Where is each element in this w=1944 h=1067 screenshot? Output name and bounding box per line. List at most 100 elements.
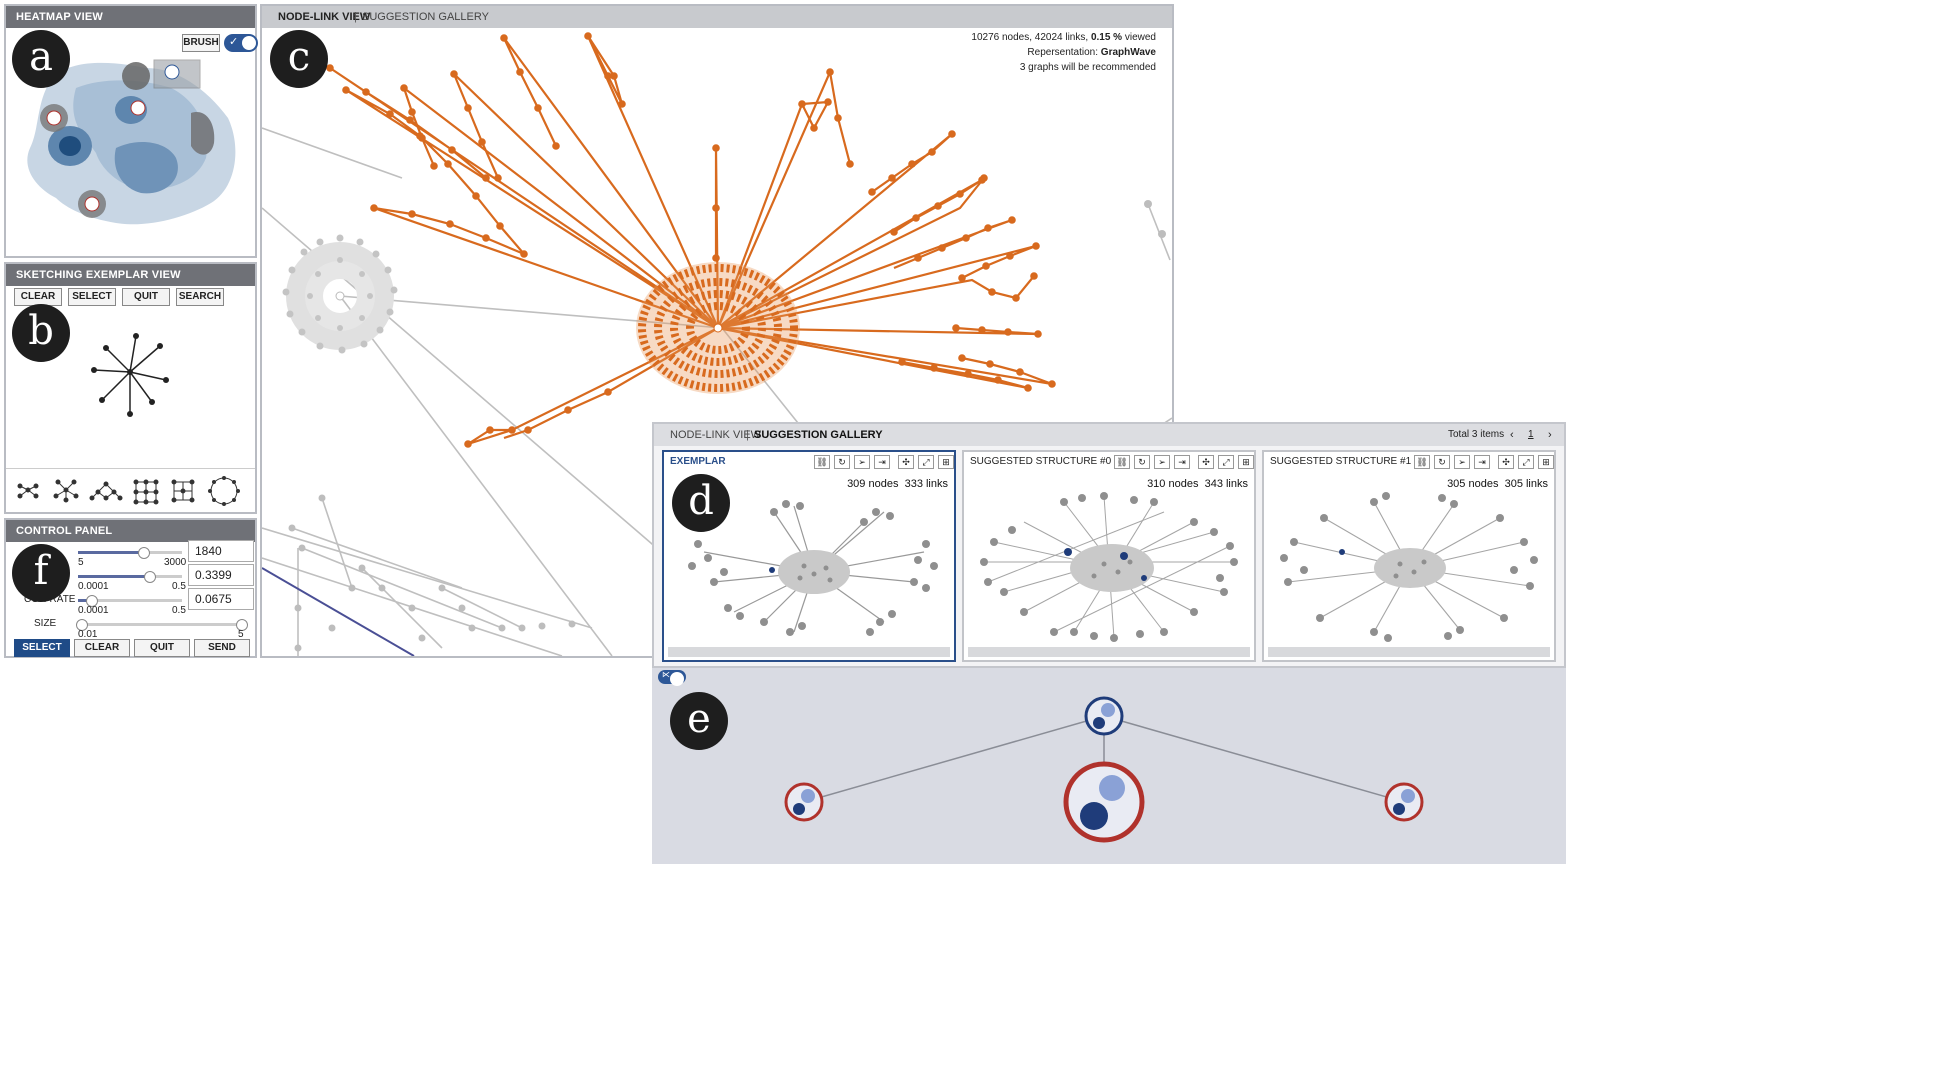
heatmap-canvas[interactable] bbox=[6, 28, 255, 256]
slider-3-value[interactable]: 0.0675 bbox=[188, 588, 254, 610]
tab-suggestion-gallery[interactable]: SUGGESTION GALLERY bbox=[362, 11, 489, 23]
pointer-icon[interactable]: ✣ bbox=[1498, 455, 1514, 469]
card-footer bbox=[968, 647, 1250, 657]
tree-child-node-left[interactable] bbox=[784, 782, 824, 822]
suggested-graph-0 bbox=[980, 492, 1238, 642]
label-a: a bbox=[12, 30, 70, 88]
card-footer bbox=[1268, 647, 1550, 657]
tree-child-node-right[interactable] bbox=[1384, 782, 1424, 822]
slider-2-thumb[interactable] bbox=[144, 571, 156, 583]
slider-4-thumb-start[interactable] bbox=[76, 619, 88, 631]
slider-3-min: 0.0001 bbox=[78, 605, 109, 616]
send-icon[interactable]: ➢ bbox=[854, 455, 870, 469]
template-shape-icon[interactable] bbox=[133, 479, 159, 505]
fit-icon[interactable]: ⊞ bbox=[938, 455, 954, 469]
heatmap-region bbox=[59, 136, 81, 156]
send-icon[interactable]: ➢ bbox=[1454, 455, 1470, 469]
graph-marker-icon[interactable] bbox=[130, 100, 146, 116]
chevron-left-icon[interactable]: ‹ bbox=[1510, 429, 1514, 441]
expand-icon[interactable]: ⤢ bbox=[1518, 455, 1534, 469]
sketch-clear-button[interactable]: CLEAR bbox=[14, 288, 62, 306]
hierarchy-tree[interactable] bbox=[652, 668, 1566, 864]
link-icon[interactable]: ⛓ bbox=[1114, 455, 1130, 469]
chevron-right-icon[interactable]: › bbox=[1548, 429, 1552, 441]
slider-1-min: 5 bbox=[78, 557, 84, 568]
slider-3-thumb[interactable] bbox=[86, 595, 98, 607]
orange-hub-cluster bbox=[636, 262, 800, 394]
check-icon: ✓ bbox=[229, 36, 239, 48]
sketching-view-title: SKETCHING EXEMPLAR VIEW bbox=[6, 264, 255, 286]
tab-separator: | bbox=[746, 429, 749, 441]
heatmap-view-title: HEATMAP VIEW bbox=[6, 6, 255, 28]
export-icon[interactable]: ⇥ bbox=[1174, 455, 1190, 469]
export-icon[interactable]: ⇥ bbox=[874, 455, 890, 469]
gallery-tab-suggestion-gallery[interactable]: SUGGESTION GALLERY bbox=[754, 429, 883, 441]
slider-3-track[interactable] bbox=[78, 599, 182, 602]
refresh-icon[interactable]: ↻ bbox=[1134, 455, 1150, 469]
label-b: b bbox=[12, 304, 70, 362]
sketch-select-button[interactable]: SELECT bbox=[68, 288, 116, 306]
expand-icon[interactable]: ⤢ bbox=[918, 455, 934, 469]
node-link-canvas[interactable] bbox=[262, 28, 1172, 656]
fit-icon[interactable]: ⊞ bbox=[1538, 455, 1554, 469]
hierarchy-toggle[interactable]: ⋉ bbox=[658, 670, 686, 686]
send-icon[interactable]: ➢ bbox=[1154, 455, 1170, 469]
graph-marker-icon[interactable] bbox=[46, 110, 62, 126]
refresh-icon[interactable]: ↻ bbox=[1434, 455, 1450, 469]
label-c: c bbox=[270, 30, 328, 88]
suggested-structure-0-card[interactable]: SUGGESTED STRUCTURE #0 ⛓ ↻ ➢ ⇥ ✣ ⤢ ⊞ 310… bbox=[962, 450, 1256, 662]
control-clear-button[interactable]: CLEAR bbox=[74, 639, 130, 657]
label-e: e bbox=[670, 692, 728, 750]
sketching-exemplar-view: SKETCHING EXEMPLAR VIEW CLEAR SELECT QUI… bbox=[4, 262, 257, 514]
tree-root-node[interactable] bbox=[1084, 696, 1124, 736]
gray-star-cluster bbox=[282, 234, 398, 354]
link-icon[interactable]: ⛓ bbox=[814, 455, 830, 469]
graph-marker-icon[interactable] bbox=[164, 64, 180, 80]
tree-child-node-center[interactable] bbox=[1063, 761, 1145, 843]
control-send-button[interactable]: SEND bbox=[194, 639, 250, 657]
template-shape-icon[interactable] bbox=[208, 476, 240, 506]
template-shape-icon[interactable] bbox=[53, 479, 79, 503]
tab-node-link-view[interactable]: NODE-LINK VIEW bbox=[278, 11, 371, 23]
heatmap-view: HEATMAP VIEW BRUSH ✓ a bbox=[4, 4, 258, 258]
tree-icon: ⋉ bbox=[662, 670, 670, 679]
sketch-search-button[interactable]: SEARCH bbox=[176, 288, 224, 306]
slider-1-fill bbox=[78, 551, 142, 554]
refresh-icon[interactable]: ↻ bbox=[834, 455, 850, 469]
slider-4-thumb-end[interactable] bbox=[236, 619, 248, 631]
slider-1-value[interactable]: 1840 bbox=[188, 540, 254, 562]
slider-2-value[interactable]: 0.3399 bbox=[188, 564, 254, 586]
sketch-quit-button[interactable]: QUIT bbox=[122, 288, 170, 306]
template-shape-icon[interactable] bbox=[89, 481, 123, 501]
page-number[interactable]: 1 bbox=[1528, 429, 1534, 440]
brush-toggle[interactable]: ✓ bbox=[224, 34, 258, 52]
graph-info: 10276 nodes, 42024 links, 0.15 % viewed … bbox=[971, 30, 1156, 75]
suggested-structure-1-card[interactable]: SUGGESTED STRUCTURE #1 ⛓ ↻ ➢ ⇥ ✣ ⤢ ⊞ 305… bbox=[1262, 450, 1556, 662]
slider-1-thumb[interactable] bbox=[138, 547, 150, 559]
template-shape-icon[interactable] bbox=[171, 479, 195, 503]
card-title: EXEMPLAR bbox=[670, 456, 726, 467]
suggestion-gallery-panel: NODE-LINK VIEW | SUGGESTION GALLERY Tota… bbox=[652, 422, 1566, 668]
slider-4-track[interactable] bbox=[78, 623, 244, 626]
pointer-icon[interactable]: ✣ bbox=[1198, 455, 1214, 469]
card-stats: 310 nodes 343 links bbox=[1147, 478, 1248, 490]
label-d: d bbox=[672, 474, 730, 532]
sketch-canvas[interactable] bbox=[6, 308, 255, 463]
control-quit-button[interactable]: QUIT bbox=[134, 639, 190, 657]
graph-marker-icon[interactable] bbox=[84, 196, 100, 212]
slider-3-fill bbox=[78, 599, 91, 602]
brush-button[interactable]: BRUSH bbox=[182, 34, 220, 52]
fit-icon[interactable]: ⊞ bbox=[1238, 455, 1254, 469]
template-shape-icon[interactable] bbox=[17, 483, 39, 499]
control-select-button[interactable]: SELECT bbox=[14, 639, 70, 657]
template-shape-bar bbox=[17, 476, 240, 506]
card-footer bbox=[668, 647, 950, 657]
hierarchy-view: ⋉ e bbox=[652, 668, 1566, 864]
graph-representation: Repersentation: GraphWave bbox=[1027, 47, 1156, 58]
gallery-tab-node-link-view[interactable]: NODE-LINK VIEW bbox=[670, 429, 762, 441]
link-icon[interactable]: ⛓ bbox=[1414, 455, 1430, 469]
slider-1-max: 3000 bbox=[164, 557, 187, 568]
pointer-icon[interactable]: ✣ bbox=[898, 455, 914, 469]
export-icon[interactable]: ⇥ bbox=[1474, 455, 1490, 469]
expand-icon[interactable]: ⤢ bbox=[1218, 455, 1234, 469]
